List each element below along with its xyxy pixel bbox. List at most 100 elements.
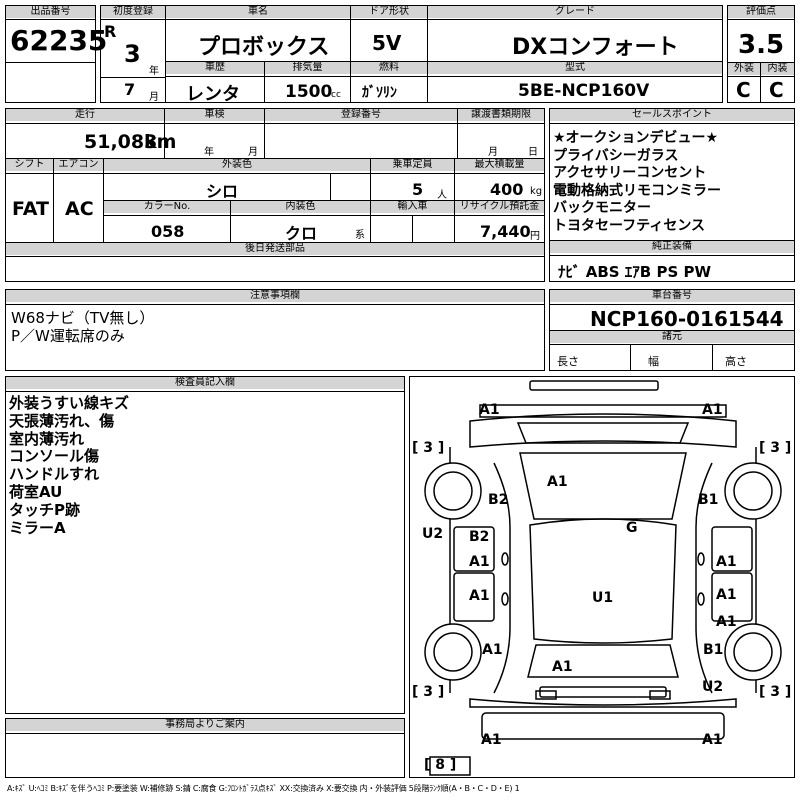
inspector-line: 天張薄汚れ、傷 [9,411,115,430]
damage-mark: A1 [702,402,723,418]
inspector-line: タッチP跡 [9,500,80,519]
recycle: 7,440 [480,222,531,241]
damage-mark: B2 [469,529,490,545]
sales-box [549,108,795,282]
car-name-label: 車名 [166,6,350,18]
equipment: ﾅﾋﾞ ABS ｴｱB PS PW [558,263,712,281]
damage-mark: U1 [592,590,614,606]
car-outline [424,380,782,776]
inspector-list: 外装うすい線キズ 天張薄汚れ、傷 室内薄汚れ コンソール傷 ハンドルすれ 荷室A… [9,394,130,537]
damage-mark: A1 [479,402,500,418]
mileage-label: 走行 [6,109,164,121]
recycle-unit: 円 [530,231,540,242]
inspector-label: 検査員記入欄 [6,377,404,389]
specs-label: 諸元 [550,331,794,343]
inspector-line: コンソール傷 [9,447,100,466]
tire-grade-rear-right: [ 3 ] [759,684,792,700]
transfer-day-unit: 日 [528,147,538,158]
sales-label: セールスポイント [550,109,794,121]
damage-mark: A1 [482,642,503,658]
spec-height: 高さ [725,355,747,368]
sales-item: アクセサリーコンセント [553,165,707,181]
damage-mark: A1 [547,474,568,490]
int-color-label: 内装色 [231,201,370,213]
transfer-label: 譲渡書類期限 [458,109,544,121]
reg-month: 7 [124,80,136,99]
fuel-label: 燃料 [351,62,427,74]
score-label: 評価点 [728,6,794,18]
ext-color: シロ [206,182,239,201]
notes-list: W68ナビ（TV無し） P／W運転席のみ [11,309,154,345]
equipment-label: 純正装備 [550,241,794,253]
ext-score: C [736,78,751,102]
lot-box [5,5,96,103]
damage-mark: G [626,520,638,536]
spec-width: 幅 [648,355,659,368]
damage-mark: B1 [703,642,724,658]
displacement-unit: cc [331,90,341,100]
int-color-unit: 系 [355,230,365,241]
grade: DXコンフォート [512,35,679,60]
car-name: プロボックス [198,35,330,60]
inspector-line: 外装うすい線キズ [9,394,130,412]
sales-list: ★オークションデビュー★ プライバシーガラス アクセサリーコンセント 電動格納式… [553,130,721,235]
fuel: ｶﾞｿﾘﾝ [362,85,397,101]
sales-item: 電動格納式リモコンミラー [553,182,721,199]
office-label: 事務局よりご案内 [6,719,404,731]
color-no: 058 [151,222,185,241]
shift-label: シフト [6,159,53,171]
inspector-box [5,376,405,714]
reg-no-label: 登録番号 [265,109,457,121]
chassis-number: NCP160-0161544 [590,307,784,331]
transfer-month-unit: 月 [488,147,498,158]
damage-mark: A1 [481,732,502,748]
era: R [104,22,117,41]
inspector-line: 荷室AU [9,482,63,501]
insp-month-unit: 月 [248,147,258,158]
insp-year-unit: 年 [204,147,214,158]
damage-mark: A1 [469,554,490,570]
inspector-line: ハンドルすれ [9,465,100,484]
sales-item: ★オークションデビュー★ [553,130,719,146]
mid-block [5,108,545,282]
first-reg-label: 初度登録 [101,6,165,18]
aircon: AC [65,198,94,220]
door-type: 5V [372,31,402,55]
ext-color-label: 外装色 [104,159,370,171]
tire-grade-rear-left: [ 3 ] [412,684,445,700]
shift: FAT [12,198,49,220]
damage-mark: A1 [716,554,737,570]
displacement: 1500 [285,82,333,102]
score: 3.5 [738,30,785,60]
damage-mark: U2 [702,679,724,695]
damage-mark: B2 [488,492,509,508]
legend: A:ｷｽﾞ U:ﾍｺﾐ B:ｷｽﾞを伴うﾍｺﾐ P:要塗装 W:補修跡 S:錆 … [7,784,520,793]
score-box [727,5,795,103]
damage-mark: A1 [469,588,490,604]
model-label: 型式 [428,62,722,74]
notes-label: 注意事項欄 [6,290,544,302]
model-box [427,61,723,103]
damage-mark: A1 [552,659,573,675]
color-no-label: カラーNo. [104,201,230,213]
capacity: 5 [412,180,424,199]
model: 5BE-NCP160V [518,81,650,101]
int-color: クロ [285,224,318,243]
inspector-line: 室内薄汚れ [9,429,85,448]
aircon-label: エアコン [54,159,103,171]
damage-mark: A1 [716,614,737,630]
displacement-label: 排気量 [265,62,350,74]
ext-score-label: 外装 [728,63,760,75]
recycle-label: リサイクル預託金 [455,201,544,213]
month-unit: 月 [149,92,159,103]
capacity-unit: 人 [437,190,447,201]
spec-length: 長さ [557,355,579,368]
sales-item: プライバシーガラス [553,147,679,164]
history-label: 車歴 [166,62,264,74]
damage-mark: A1 [716,587,737,603]
spare-tire-grade: [ 8 ] [424,757,457,773]
note-line: P／W運転席のみ [11,327,125,345]
lot-number: 62235 [10,24,108,57]
damage-mark: U2 [422,526,444,542]
inspection-label: 車検 [165,109,264,121]
